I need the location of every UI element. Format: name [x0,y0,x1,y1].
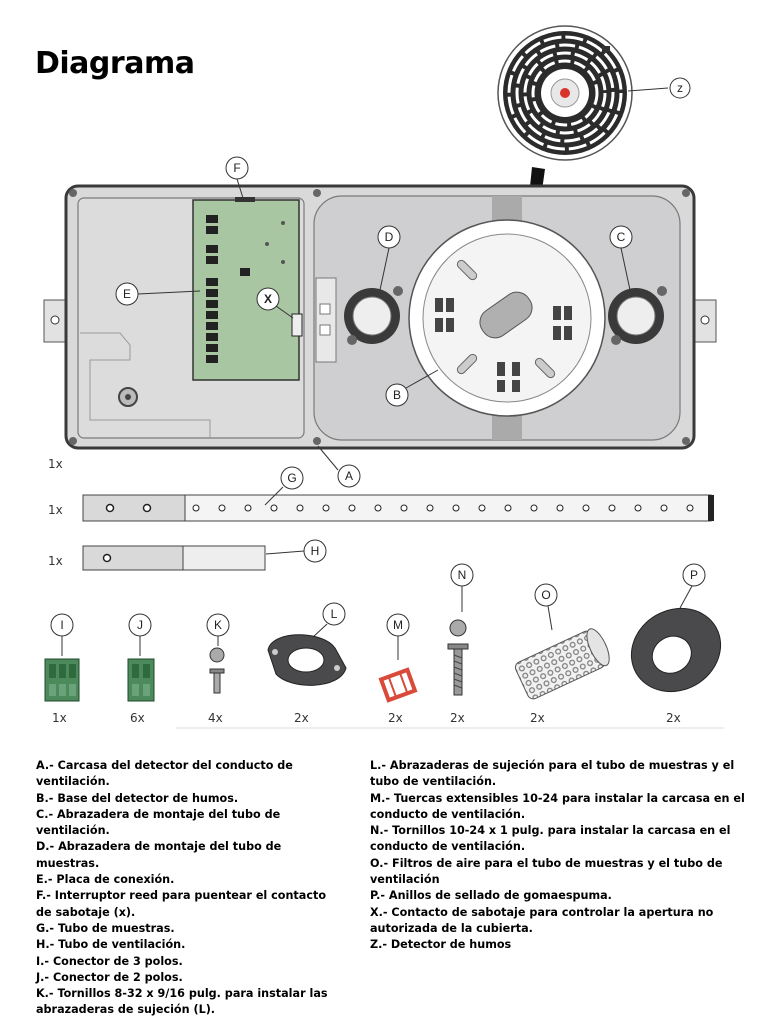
svg-text:J: J [137,618,143,632]
svg-text:D: D [385,230,394,244]
svg-text:M: M [393,618,403,632]
air-filter: O [514,583,610,700]
svg-text:X: X [264,292,272,306]
smoke-detector-base [408,219,606,417]
qty-i: 1x [52,711,67,725]
callout-x: X [256,287,294,319]
connection-board [192,197,303,381]
svg-text:I: I [60,618,63,632]
svg-text:F: F [233,161,240,175]
legend-item: H.- Tubo de ventilación. [36,938,186,952]
qty-j: 6x [130,711,145,725]
smoke-detector-head [497,25,633,161]
callout-h: H [265,539,327,563]
legend-item: B.- Base del detector de humos. [36,791,239,805]
svg-text:H: H [311,544,320,558]
legend-item: M.- Tuercas extensibles 10-24 para insta… [370,791,745,821]
svg-text:G: G [287,471,296,485]
legend-item: Z.- Detector de humos [370,938,512,952]
qty-housing: 1x [48,457,63,471]
legend-left: A.- Carcasa del detector del conducto de… [36,758,336,1019]
legend-item: C.- Abrazadera de montaje del tubo de ve… [36,807,281,838]
legend-item: A.- Carcasa del detector del conducto de… [36,759,293,789]
callout-g: G [264,466,304,506]
three-pole-connector: I [44,613,80,702]
page-title: Diagrama [35,46,195,81]
vent-tube-mount-clamp [608,286,667,345]
qty-o: 2x [530,711,545,725]
callout-z: z [627,77,691,99]
legend-item: X.- Contacto de sabotaje para controlar … [370,905,714,935]
callout-d: D [377,225,401,291]
qty-sample-tube: 1x [48,503,63,517]
callout-e: E [115,282,201,306]
svg-text:z: z [677,81,683,95]
sample-tube-mount-clamp [344,286,403,345]
legend-item: J.- Conector de 2 polos. [36,970,183,984]
foam-sealing-ring: P [630,563,722,693]
legend-right: L.- Abrazaderas de sujeción para el tubo… [370,758,755,954]
legend-item: F.- Interruptor reed para puentear el co… [36,889,326,919]
legend-item: P.- Anillos de sellado de gomaespuma. [370,889,612,903]
svg-text:A: A [345,469,353,483]
legend-item: D.- Abrazadera de montaje del tubo de mu… [36,840,282,870]
legend-item: L.- Abrazaderas de sujeción para el tubo… [370,759,735,789]
qty-p: 2x [666,711,681,725]
callout-a: A [317,445,361,488]
svg-text:B: B [393,388,401,402]
svg-text:K: K [214,618,222,632]
qty-n: 2x [450,711,465,725]
mounting-clamp: L [267,602,347,686]
clamp-screw-8-32: K [206,613,230,694]
housing-screw-10-24: N [447,563,474,696]
assembly-diagram: z [43,25,724,729]
detector-led [560,88,570,98]
svg-text:P: P [690,568,698,582]
legend-item: N.- Tornillos 10-24 x 1 pulg. para insta… [370,824,731,854]
callout-b: B [385,369,439,407]
expansion-nut-10-24: M [378,613,418,703]
svg-text:E: E [123,287,131,301]
qty-l: 2x [294,711,309,725]
legend-item: G.- Tubo de muestras. [36,921,175,935]
legend-item: K.- Tornillos 8-32 x 9/16 pulg. para ins… [36,987,328,1017]
qty-k: 4x [208,711,223,725]
svg-text:N: N [458,568,467,582]
legend-item: I.- Conector de 3 polos. [36,954,183,968]
legend-item: E.- Placa de conexión. [36,873,175,887]
ventilation-tube [82,545,266,571]
qty-m: 2x [388,711,403,725]
svg-text:O: O [541,588,550,602]
qty-vent-tube: 1x [48,554,63,568]
legend-item: O.- Filtros de aire para el tubo de mues… [370,856,723,887]
callout-c: C [609,225,633,291]
svg-text:L: L [331,607,338,621]
svg-text:C: C [617,230,626,244]
callout-f: F [225,156,249,199]
two-pole-connector: J [127,613,155,702]
sample-tube [82,494,714,522]
